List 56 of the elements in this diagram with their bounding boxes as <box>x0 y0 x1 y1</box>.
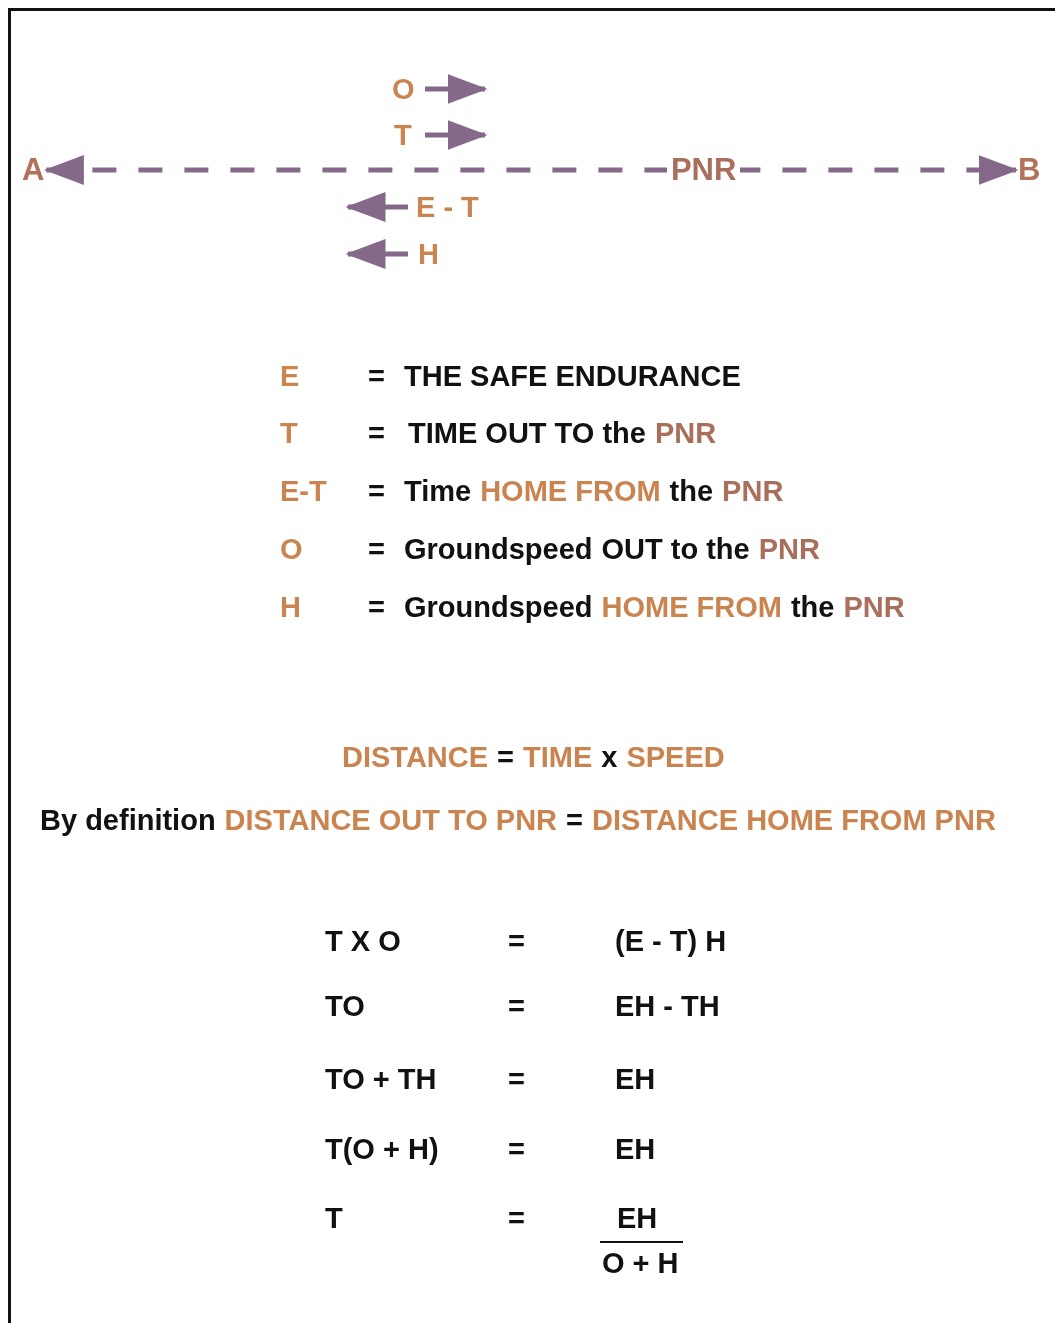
equation-term: T <box>325 1201 343 1235</box>
definition-text: SPEED <box>626 740 725 774</box>
arrow-label: E - T <box>416 190 479 224</box>
definition-text: THE SAFE ENDURANCE <box>404 359 741 393</box>
definition-text: E-T <box>280 474 327 508</box>
definition-text: DISTANCE OUT TO PNR <box>224 803 558 837</box>
endpoint-label: B <box>1018 153 1041 187</box>
definition-text: DISTANCE HOME FROM PNR <box>592 803 996 837</box>
definition-text: = <box>368 359 385 393</box>
arrow-label: O <box>392 72 415 106</box>
equation-term: T(O + H) <box>325 1132 439 1166</box>
definition-text: = <box>497 740 514 774</box>
definition-text: T <box>280 416 298 450</box>
definition-text: HOME FROM <box>480 474 661 508</box>
equation-term: EH <box>615 1132 656 1166</box>
definition-text: E <box>280 359 300 393</box>
definition-text: PNR <box>722 474 784 508</box>
definition-text: H <box>280 590 301 624</box>
definition-text: Groundspeed <box>404 532 593 566</box>
dashed-arrow <box>43 155 1019 185</box>
definition-text: = <box>368 532 385 566</box>
definition-text: the <box>669 474 714 508</box>
equation-term: TO + TH <box>325 1062 437 1096</box>
definition-text: the <box>790 590 835 624</box>
arrow-label: T <box>394 118 412 152</box>
definition-text: x <box>601 740 618 774</box>
equation-term: TO <box>325 989 365 1023</box>
definition-text: TIME OUT TO the <box>408 416 646 450</box>
equation-term: EH <box>615 1062 656 1096</box>
definition-text: Time <box>404 474 472 508</box>
equation-term: EH - TH <box>615 989 720 1023</box>
equation-term: O + H <box>602 1246 679 1280</box>
definition-text: O <box>280 532 303 566</box>
definition-text: TIME <box>523 740 593 774</box>
definition-text: OUT to the <box>601 532 750 566</box>
definition-text: HOME FROM <box>601 590 782 624</box>
definition-text: = <box>368 474 385 508</box>
arrow-label: H <box>418 237 439 271</box>
definition-text: DISTANCE <box>342 740 489 774</box>
definition-text: PNR <box>843 590 905 624</box>
definition-text: PNR <box>758 532 820 566</box>
equation-term: (E - T) H <box>615 924 727 958</box>
equation-term: = <box>508 1132 525 1166</box>
equation-term: = <box>508 989 525 1023</box>
equation-term: T X O <box>325 924 401 958</box>
equation-term: EH <box>617 1201 658 1235</box>
definition-text: = <box>368 416 385 450</box>
definition-text: By definition <box>40 803 216 837</box>
definition-text: = <box>566 803 583 837</box>
definition-text: PNR <box>654 416 717 450</box>
definition-text: = <box>368 590 385 624</box>
endpoint-label: A <box>22 153 45 187</box>
equation-term: = <box>508 1062 525 1096</box>
equation-term: = <box>508 1201 525 1235</box>
definition-text: Groundspeed <box>404 590 593 624</box>
equation-term: = <box>508 924 525 958</box>
